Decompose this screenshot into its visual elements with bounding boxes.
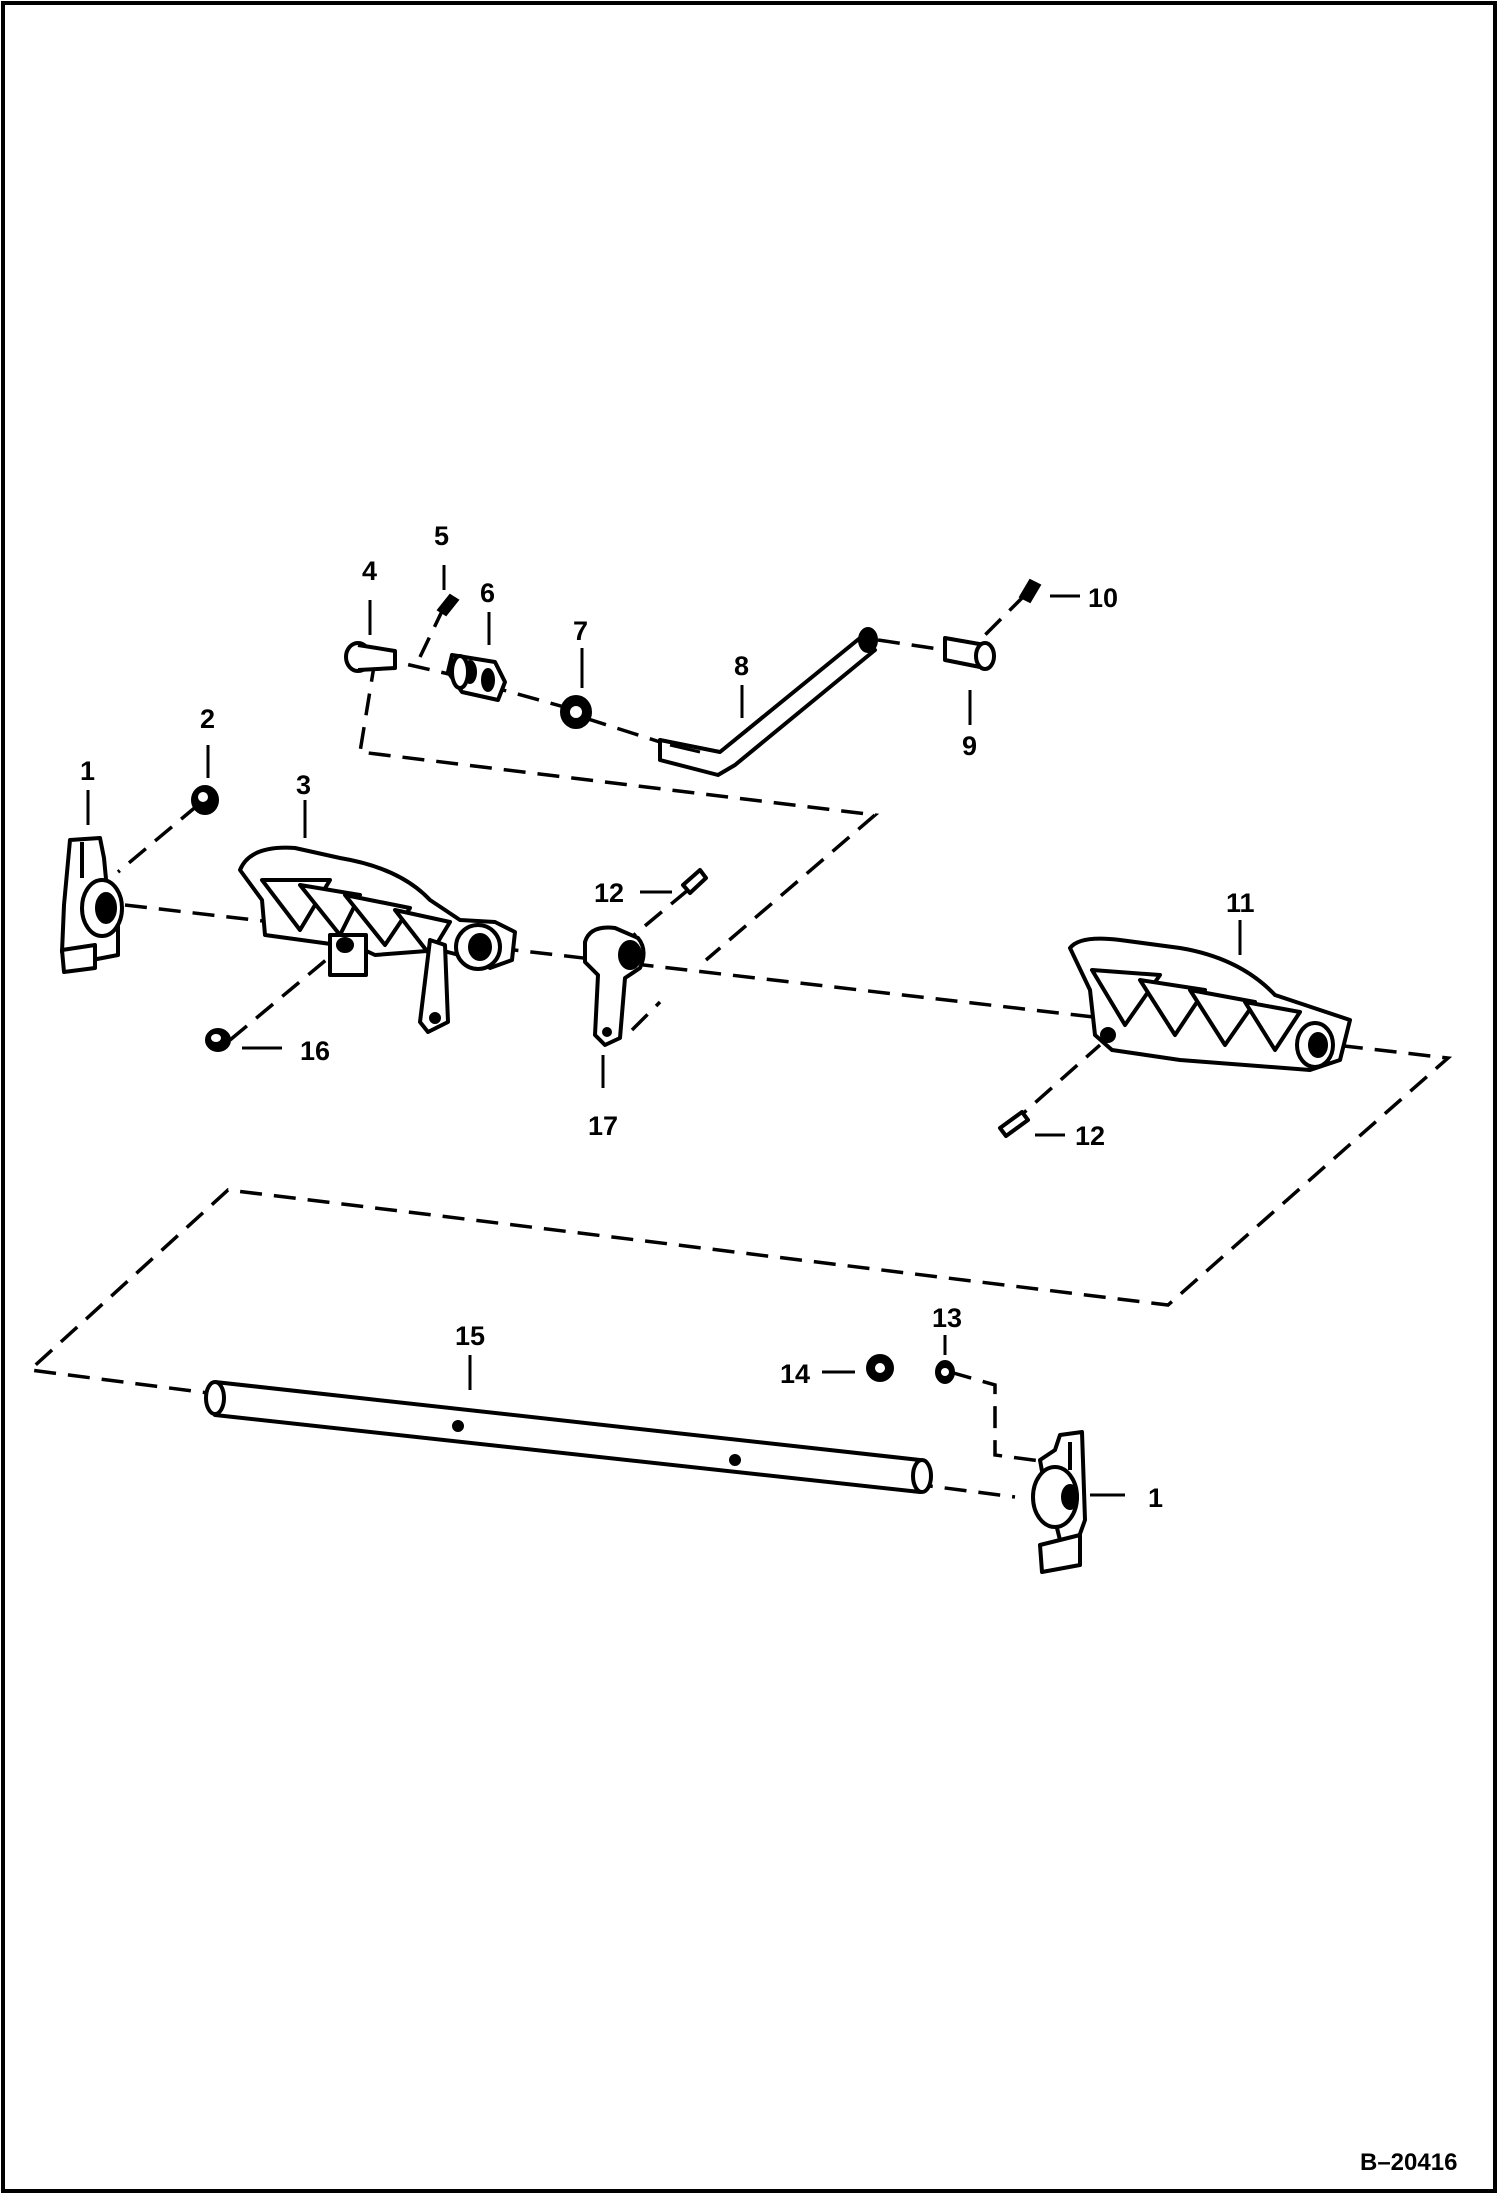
callout-12-upper: 12: [594, 878, 624, 908]
callout-6: 6: [480, 578, 495, 608]
part-12-roll-pin-upper: [681, 868, 708, 895]
callout-15: 15: [455, 1321, 485, 1351]
callout-8: 8: [734, 651, 749, 681]
callout-4: 4: [362, 556, 377, 586]
callout-11: 11: [1226, 888, 1255, 918]
callout-1-left: 1: [80, 756, 95, 786]
part-9-pin: [943, 636, 996, 671]
callout-14: 14: [780, 1359, 810, 1389]
part-1-mount-bracket-right: [1031, 1430, 1087, 1574]
part-11-pedal: [1068, 936, 1352, 1072]
part-17-arm: [583, 925, 646, 1047]
part-8-linkage-rod: [658, 627, 878, 777]
callout-12-lower: 12: [1075, 1121, 1105, 1151]
part-2-bolt: [191, 785, 219, 815]
callout-1-right: 1: [1148, 1483, 1163, 1513]
callout-9: 9: [962, 731, 977, 761]
part-10-cotter-pin: [1018, 578, 1042, 604]
part-5-cotter-pin: [436, 593, 460, 617]
part-3-pedal-lever: [238, 845, 517, 1034]
part-16-bolt: [205, 1028, 231, 1052]
part-4-pin: [344, 641, 397, 673]
callout-2: 2: [200, 704, 215, 734]
callout-3: 3: [296, 770, 311, 800]
part-12-roll-pin-lower: [998, 1110, 1030, 1138]
callout-5: 5: [434, 521, 449, 551]
callout-16: 16: [300, 1036, 330, 1066]
callout-labels: 1 2 3 4 5 6 7 8 9 10 11 12 12 13 14 15 1…: [80, 521, 1255, 1513]
callout-leader-lines: [86, 565, 1242, 1497]
part-1-mount-bracket-left: [60, 836, 124, 974]
part-14-nut: [866, 1354, 894, 1382]
part-13-lock-washer: [935, 1360, 955, 1384]
callout-13: 13: [932, 1303, 962, 1333]
part-15-shaft: [204, 1380, 933, 1494]
callout-10: 10: [1088, 583, 1118, 613]
part-7-nut: [560, 695, 592, 729]
figure-reference: B–20416: [1360, 2149, 1457, 2176]
callout-7: 7: [573, 616, 588, 646]
part-6-clevis: [446, 653, 507, 702]
callout-17: 17: [588, 1111, 618, 1141]
